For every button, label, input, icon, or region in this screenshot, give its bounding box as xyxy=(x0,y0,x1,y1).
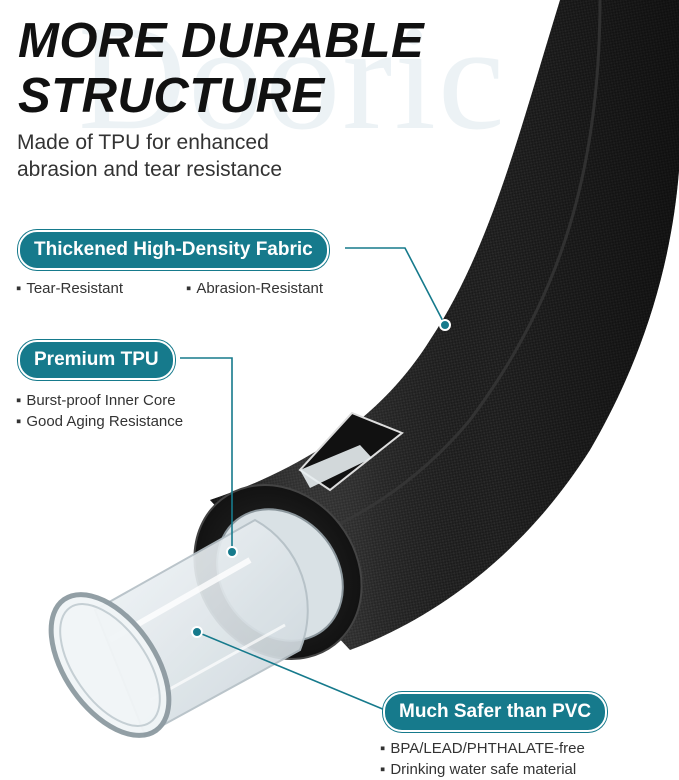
callout-pvc-title: Much Safer than PVC xyxy=(383,692,608,732)
headline: MORE DURABLE STRUCTURE xyxy=(18,14,424,124)
leader-line-tpu xyxy=(180,357,233,552)
leader-line-pvc xyxy=(196,631,386,711)
bullet-marker: ▪ xyxy=(16,280,22,297)
bullet-text: Good Aging Resistance xyxy=(26,413,184,430)
callout-pvc-bullet: ▪BPA/LEAD/PHTHALATE-free xyxy=(380,740,585,757)
bullet-text: BPA/LEAD/PHTHALATE-free xyxy=(390,740,585,757)
bullet-marker: ▪ xyxy=(380,740,386,757)
fabric-highlight xyxy=(289,0,602,547)
callout-fabric-bullet: ▪Tear-Resistant xyxy=(16,280,123,297)
subtitle-line-2: abrasion and tear resistance xyxy=(17,158,282,181)
callout-fabric-title: Thickened High-Density Fabric xyxy=(18,230,329,270)
subtitle: Made of TPU for enhanced abrasion and te… xyxy=(17,129,282,183)
callout-fabric-bullet: ▪Abrasion-Resistant xyxy=(186,280,323,297)
callout-tpu-title: Premium TPU xyxy=(18,340,175,380)
leader-dot-fabric xyxy=(439,319,451,331)
callout-tpu-bullet: ▪Good Aging Resistance xyxy=(16,413,183,430)
inner-tpu-strip xyxy=(300,445,372,488)
tube-open-end-inner xyxy=(59,603,161,727)
headline-line-2: STRUCTURE xyxy=(18,69,325,123)
tube-reflection-2 xyxy=(149,623,286,702)
headline-line-1: MORE DURABLE xyxy=(18,14,425,68)
bullet-text: Burst-proof Inner Core xyxy=(26,392,176,409)
subtitle-line-1: Made of TPU for enhanced xyxy=(17,131,269,154)
leader-dot-tpu xyxy=(226,546,238,558)
leader-dot-pvc xyxy=(191,626,203,638)
bullet-text: Tear-Resistant xyxy=(26,280,124,297)
leader-line-fabric xyxy=(345,247,446,326)
bullet-text: Abrasion-Resistant xyxy=(196,280,324,297)
bullet-marker: ▪ xyxy=(380,761,386,778)
bullet-marker: ▪ xyxy=(186,280,192,297)
bullet-text: Drinking water safe material xyxy=(390,761,577,778)
brand-watermark: Dooric xyxy=(78,0,507,161)
tube-open-end xyxy=(48,592,172,738)
bullet-marker: ▪ xyxy=(16,413,22,430)
callout-pvc-bullet: ▪Drinking water safe material xyxy=(380,761,576,778)
callout-tpu-bullet: ▪Burst-proof Inner Core xyxy=(16,392,176,409)
bullet-marker: ▪ xyxy=(16,392,22,409)
